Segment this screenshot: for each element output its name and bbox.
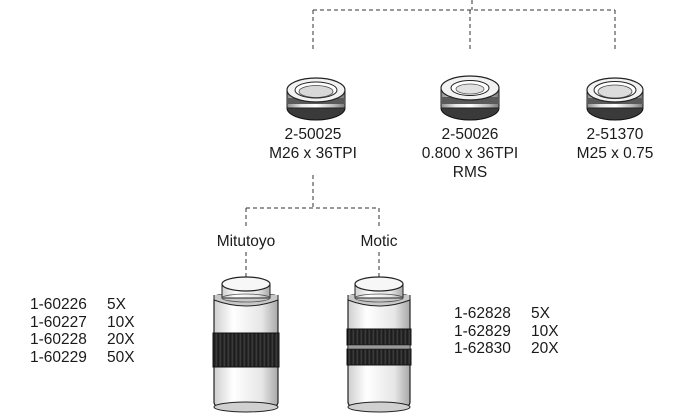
magnification: 5X [107, 296, 126, 313]
adapter-label-2-50025: 2-50025 M26 x 36TPI [253, 125, 373, 163]
table-row: 1-60228 20X [30, 331, 135, 349]
adapter-ring-2-51370 [586, 77, 644, 121]
part-number: 1-60229 [30, 348, 87, 366]
brand-label-mitutoyo: Mitutoyo [216, 233, 276, 250]
adapter-part-number: 2-50026 [441, 126, 499, 143]
magnification: 5X [531, 305, 550, 322]
magnification: 10X [107, 313, 135, 331]
adapter-thread-spec: 0.800 x 36TPI [421, 145, 519, 162]
part-number: 1-62829 [454, 322, 511, 340]
table-row: 1-62829 10X [454, 323, 559, 341]
adapter-ring-2-50025 [286, 77, 346, 121]
objective-connector-lines [245, 175, 380, 280]
magnification: 20X [107, 331, 135, 348]
adapter-ring-2-50026 [440, 75, 500, 121]
part-number: 1-60227 [30, 313, 87, 331]
adapter-thread-spec: M26 x 36TPI [269, 145, 357, 162]
magnification: 50X [107, 348, 135, 366]
adapter-note: RMS [452, 164, 488, 181]
table-row: 1-62828 5X [454, 305, 559, 323]
mitutoyo-part-table: 1-60226 5X 1-60227 10X 1-60228 20X 1-602… [30, 296, 135, 366]
adapter-label-2-50026: 2-50026 0.800 x 36TPI RMS [405, 125, 535, 182]
brand-label-motic: Motic [360, 233, 398, 250]
part-number: 1-60226 [30, 296, 87, 313]
adapter-thread-spec: M25 x 0.75 [576, 145, 654, 162]
adapter-part-number: 2-50025 [284, 126, 342, 143]
motic-objective [346, 276, 412, 413]
mitutoyo-objective [212, 276, 280, 413]
adapter-label-2-51370: 2-51370 M25 x 0.75 [560, 125, 670, 163]
motic-part-table: 1-62828 5X 1-62829 10X 1-62830 20X [454, 305, 559, 358]
magnification: 20X [531, 340, 559, 357]
table-row: 1-60226 5X [30, 296, 135, 314]
table-row: 1-62830 20X [454, 340, 559, 358]
table-row: 1-60229 50X [30, 349, 135, 367]
table-row: 1-60227 10X [30, 314, 135, 332]
part-number: 1-60228 [30, 331, 87, 348]
magnification: 10X [531, 322, 559, 340]
part-number: 1-62828 [454, 305, 511, 322]
part-number: 1-62830 [454, 340, 511, 357]
adapter-connector-lines [312, 0, 616, 50]
adapter-part-number: 2-51370 [586, 126, 644, 143]
